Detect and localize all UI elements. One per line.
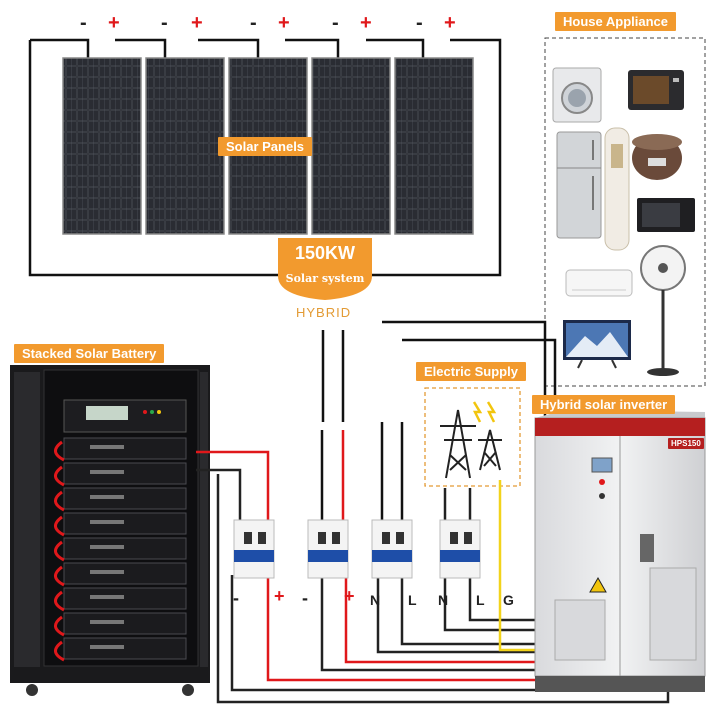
battery-module [63, 562, 187, 585]
battery-link-cable [54, 615, 65, 637]
solar-panel-4 [311, 57, 391, 235]
solar-panels [62, 57, 474, 235]
battery-link-cable [54, 490, 65, 512]
panel-4-plus-sign: + [360, 12, 372, 34]
battery-module-badge [90, 645, 124, 649]
battery-link-cable [54, 540, 65, 562]
battery-module [63, 462, 187, 485]
battery-module [63, 587, 187, 610]
battery-module [63, 537, 187, 560]
breaker-2 [307, 519, 349, 579]
terminal-label: + [344, 586, 355, 606]
terminal-label: G [503, 592, 514, 608]
breaker-1 [233, 519, 275, 579]
battery-wires [196, 422, 670, 704]
battery-module [63, 487, 187, 510]
oven-icon [628, 70, 684, 110]
panel-3-plus-sign: + [278, 12, 290, 34]
washing-machine-icon [552, 67, 602, 123]
solar-panel-2 [145, 57, 225, 235]
battery-module-badge [90, 520, 124, 524]
breaker-4 [439, 519, 481, 579]
terminal-label: + [274, 586, 285, 606]
hybrid-label: HYBRID [296, 305, 352, 320]
system-badge [278, 238, 372, 300]
battery-module-badge [90, 495, 124, 499]
terminal-label: - [302, 588, 308, 608]
tower-ac-icon [604, 127, 630, 251]
inverter-cabinet [534, 410, 706, 692]
stacked-battery-label: Stacked Solar Battery [14, 344, 165, 363]
battery-link-cable [54, 515, 65, 537]
house-appliance-label: House Appliance [555, 12, 676, 31]
battery-link-cable [54, 565, 65, 587]
system-type-text: Solar system [285, 272, 365, 285]
battery-module-badge [90, 620, 124, 624]
terminal-label: L [476, 592, 485, 608]
terminal-label: L [408, 592, 417, 608]
tv-icon [563, 320, 631, 369]
battery-module-badge [90, 470, 124, 474]
battery-module-badge [90, 595, 124, 599]
battery-modules [54, 437, 187, 662]
battery-link-cable [54, 640, 65, 662]
fridge-icon [556, 131, 602, 239]
breaker-3 [371, 519, 413, 579]
appliance-panel [544, 37, 706, 387]
panel-bus-wires [28, 38, 502, 277]
battery-module [63, 637, 187, 660]
battery-module [63, 612, 187, 635]
panel-1-plus-sign: + [108, 12, 120, 34]
fan-icon [640, 245, 686, 376]
terminal-label: N [438, 592, 449, 608]
microwave-icon [637, 198, 695, 232]
panel-2-plus-sign: + [191, 12, 203, 34]
battery-link-cable [54, 440, 65, 462]
hybrid-inverter-label: Hybrid solar inverter [532, 395, 676, 414]
terminal-label: - [233, 588, 239, 608]
panel-1-minus-sign: - [80, 12, 87, 34]
panel-5-minus-sign: - [416, 12, 423, 34]
electric-supply-label: Electric Supply [416, 362, 526, 381]
battery-link-cable [54, 590, 65, 612]
solar-panels-label: Solar Panels [218, 137, 313, 156]
rack-casters [26, 684, 194, 696]
battery-module-badge [90, 545, 124, 549]
battery-link-cable [54, 465, 65, 487]
battery-module [63, 437, 187, 460]
solar-panel-1 [62, 57, 142, 235]
panel-4-minus-sign: - [332, 12, 339, 34]
rice-cooker-icon [632, 134, 682, 180]
solar-panel-5 [394, 57, 474, 235]
panel-3-minus-sign: - [250, 12, 257, 34]
battery-module-badge [90, 570, 124, 574]
electric-supply [424, 387, 521, 487]
battery-module [63, 512, 187, 535]
inverter-model-label: HPS150 [668, 438, 704, 449]
battery-module-badge [90, 445, 124, 449]
panel-2-minus-sign: - [161, 12, 168, 34]
terminal-label: N [370, 592, 381, 608]
inverter-feed-wires [321, 320, 557, 422]
panel-5-plus-sign: + [444, 12, 456, 34]
wall-ac-icon [565, 269, 633, 297]
system-power-text: 150KW [294, 243, 356, 263]
